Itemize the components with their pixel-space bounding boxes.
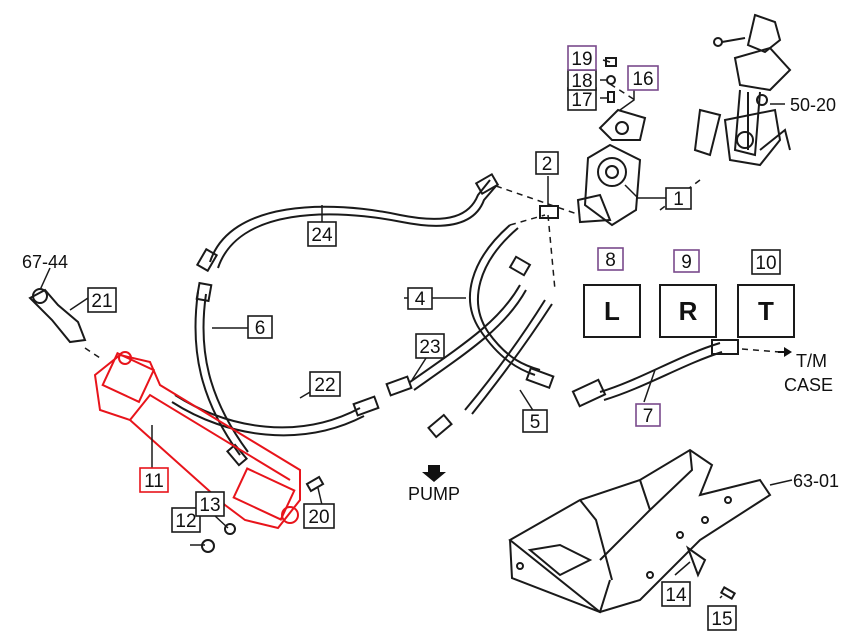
svg-text:20: 20 — [308, 507, 329, 528]
leader-lines — [39, 59, 793, 599]
callout-19: 19 — [567, 45, 597, 71]
svg-text:14: 14 — [665, 585, 687, 606]
steering-valve — [576, 108, 647, 227]
hose-7 — [599, 342, 721, 393]
svg-text:24: 24 — [311, 225, 333, 246]
svg-text:19: 19 — [571, 49, 592, 70]
svg-text:13: 13 — [199, 495, 220, 516]
svg-text:T: T — [758, 296, 774, 326]
steering-column — [693, 13, 792, 167]
callout-21: 21 — [87, 287, 117, 313]
callout-9: 9 — [673, 249, 700, 273]
free-labels: 67-44 50-20 63-01 T/M CASE PUMP — [22, 95, 839, 504]
tm-arrow — [778, 347, 792, 357]
callout-14: 14 — [661, 581, 691, 607]
svg-text:16: 16 — [632, 69, 653, 90]
callout-22: 22 — [309, 371, 341, 397]
svg-text:2: 2 — [542, 154, 553, 175]
ref-63-01: 63-01 — [793, 471, 839, 491]
fitting — [711, 339, 739, 355]
callout-23: 23 — [415, 333, 445, 359]
callout-8: 8 — [597, 247, 624, 271]
hose-5-b — [471, 303, 553, 415]
svg-text:22: 22 — [314, 375, 335, 396]
fitting — [508, 255, 532, 277]
svg-text:4: 4 — [415, 289, 426, 310]
svg-text:23: 23 — [419, 337, 440, 358]
svg-text:15: 15 — [711, 609, 732, 630]
callouts: 1 2 4 5 6 7 8 9 — [87, 45, 781, 631]
hose-7-b — [603, 351, 723, 401]
svg-text:1: 1 — [673, 189, 684, 210]
fitting — [225, 443, 249, 467]
frame — [508, 448, 772, 614]
svg-text:7: 7 — [643, 406, 654, 427]
callout-1: 1 — [665, 187, 692, 210]
case-label: CASE — [784, 375, 833, 395]
tag-l: L — [583, 284, 641, 338]
svg-text:17: 17 — [571, 90, 592, 111]
hose-24 — [209, 179, 491, 263]
hose-22-b — [171, 401, 365, 437]
hose-4 — [469, 224, 536, 376]
svg-text:8: 8 — [605, 250, 616, 271]
callout-17: 17 — [567, 87, 597, 111]
callout-7: 7 — [635, 403, 661, 427]
callout-11: 11 — [139, 467, 169, 493]
pump-arrow — [422, 465, 446, 482]
hose-4-b — [477, 227, 541, 371]
callout-10: 10 — [751, 249, 781, 275]
tag-r: R — [659, 284, 717, 338]
hose-24-b — [217, 185, 497, 269]
callout-2: 2 — [535, 151, 559, 175]
callout-4: 4 — [407, 287, 433, 310]
callout-24: 24 — [307, 221, 337, 247]
fitting — [195, 247, 219, 273]
pump-label: PUMP — [408, 484, 460, 504]
callout-5: 5 — [522, 409, 548, 433]
callout-13: 13 — [195, 491, 225, 517]
hose-5 — [464, 299, 546, 411]
fitting — [571, 378, 607, 408]
svg-text:18: 18 — [571, 71, 592, 92]
steering-cylinder — [93, 351, 301, 530]
ref-67-44: 67-44 — [22, 252, 68, 272]
hose-6 — [194, 291, 241, 456]
ref-50-20: 50-20 — [790, 95, 836, 115]
hose-6-b — [202, 293, 249, 453]
tm-label: T/M — [796, 351, 827, 371]
svg-text:12: 12 — [175, 511, 196, 532]
callout-20: 20 — [303, 503, 335, 529]
fitting — [195, 281, 213, 303]
callout-18: 18 — [567, 69, 597, 92]
hose-lines — [171, 172, 739, 467]
fitting — [385, 375, 413, 397]
svg-text:L: L — [604, 296, 620, 326]
tag-t: T — [737, 284, 795, 338]
fitting — [474, 172, 500, 196]
callout-16: 16 — [627, 65, 659, 91]
callout-15: 15 — [707, 605, 737, 631]
svg-text:R: R — [679, 296, 698, 326]
fitting — [352, 395, 380, 417]
svg-text:5: 5 — [530, 412, 541, 433]
svg-text:6: 6 — [255, 318, 266, 339]
hardware — [28, 57, 737, 600]
letter-tags: L R T — [583, 284, 795, 338]
callout-6: 6 — [247, 315, 273, 339]
fitting — [427, 413, 453, 439]
svg-text:9: 9 — [681, 252, 692, 273]
svg-text:21: 21 — [91, 291, 112, 312]
svg-text:10: 10 — [755, 253, 776, 274]
fitting — [525, 366, 555, 390]
svg-text:11: 11 — [144, 471, 164, 492]
